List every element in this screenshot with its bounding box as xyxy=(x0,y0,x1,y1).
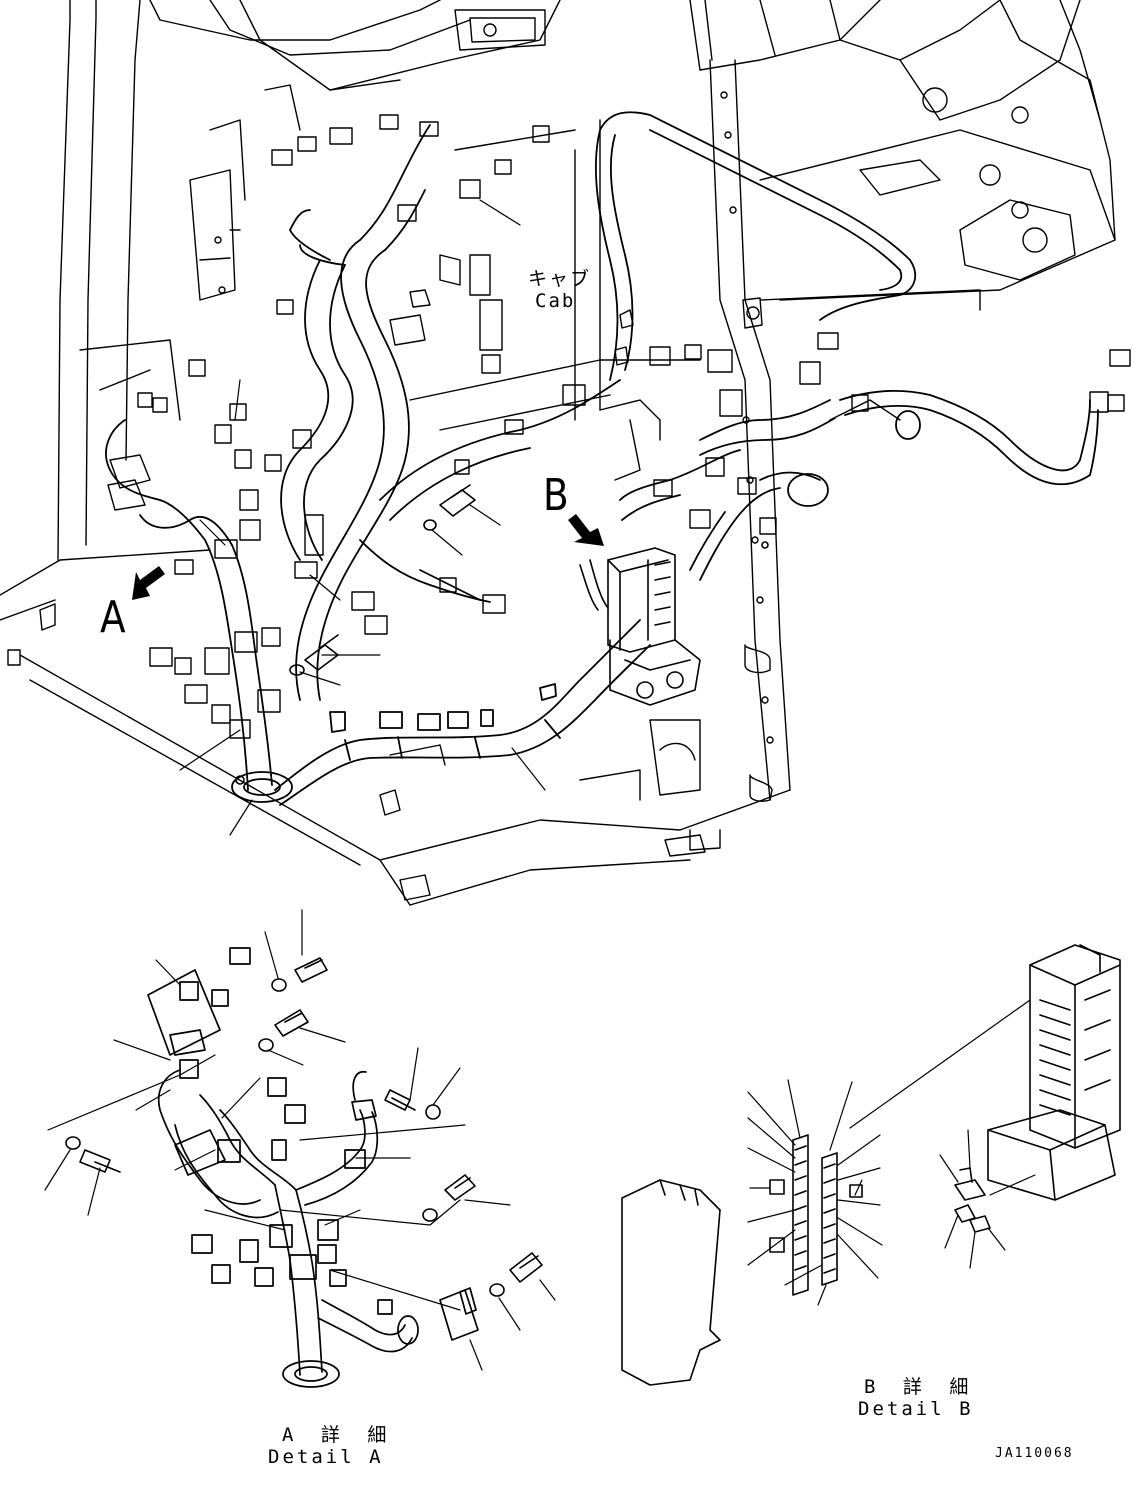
detail-a-bolts xyxy=(65,957,543,1297)
detail-a-leaders xyxy=(44,909,556,1371)
drawing-code: JA110068 xyxy=(995,1446,1074,1461)
detail-b-leaders xyxy=(747,999,1036,1306)
cab-label-jp: キャブ xyxy=(528,268,592,290)
callout-b-label: B xyxy=(543,470,569,521)
detail-a-title-jp: A 詳 細 xyxy=(282,1424,395,1446)
detail-b-title-jp: B 詳 細 xyxy=(864,1376,977,1398)
detail-b-drawing xyxy=(621,944,1121,1386)
callout-a-label: A xyxy=(100,592,126,643)
main-bolts xyxy=(235,484,769,785)
fuse-box-main xyxy=(579,547,701,706)
cab-label-en: Cab xyxy=(535,290,576,312)
main-leaders xyxy=(179,199,546,836)
main-connectors xyxy=(107,114,1131,739)
detail-b-title-en: Detail B xyxy=(858,1398,974,1420)
cab-frame xyxy=(0,0,1116,906)
main-harness xyxy=(105,111,1099,806)
detail-a-drawing xyxy=(147,947,479,1388)
detail-a-title-en: Detail A xyxy=(268,1446,384,1468)
callout-arrows xyxy=(132,514,604,600)
